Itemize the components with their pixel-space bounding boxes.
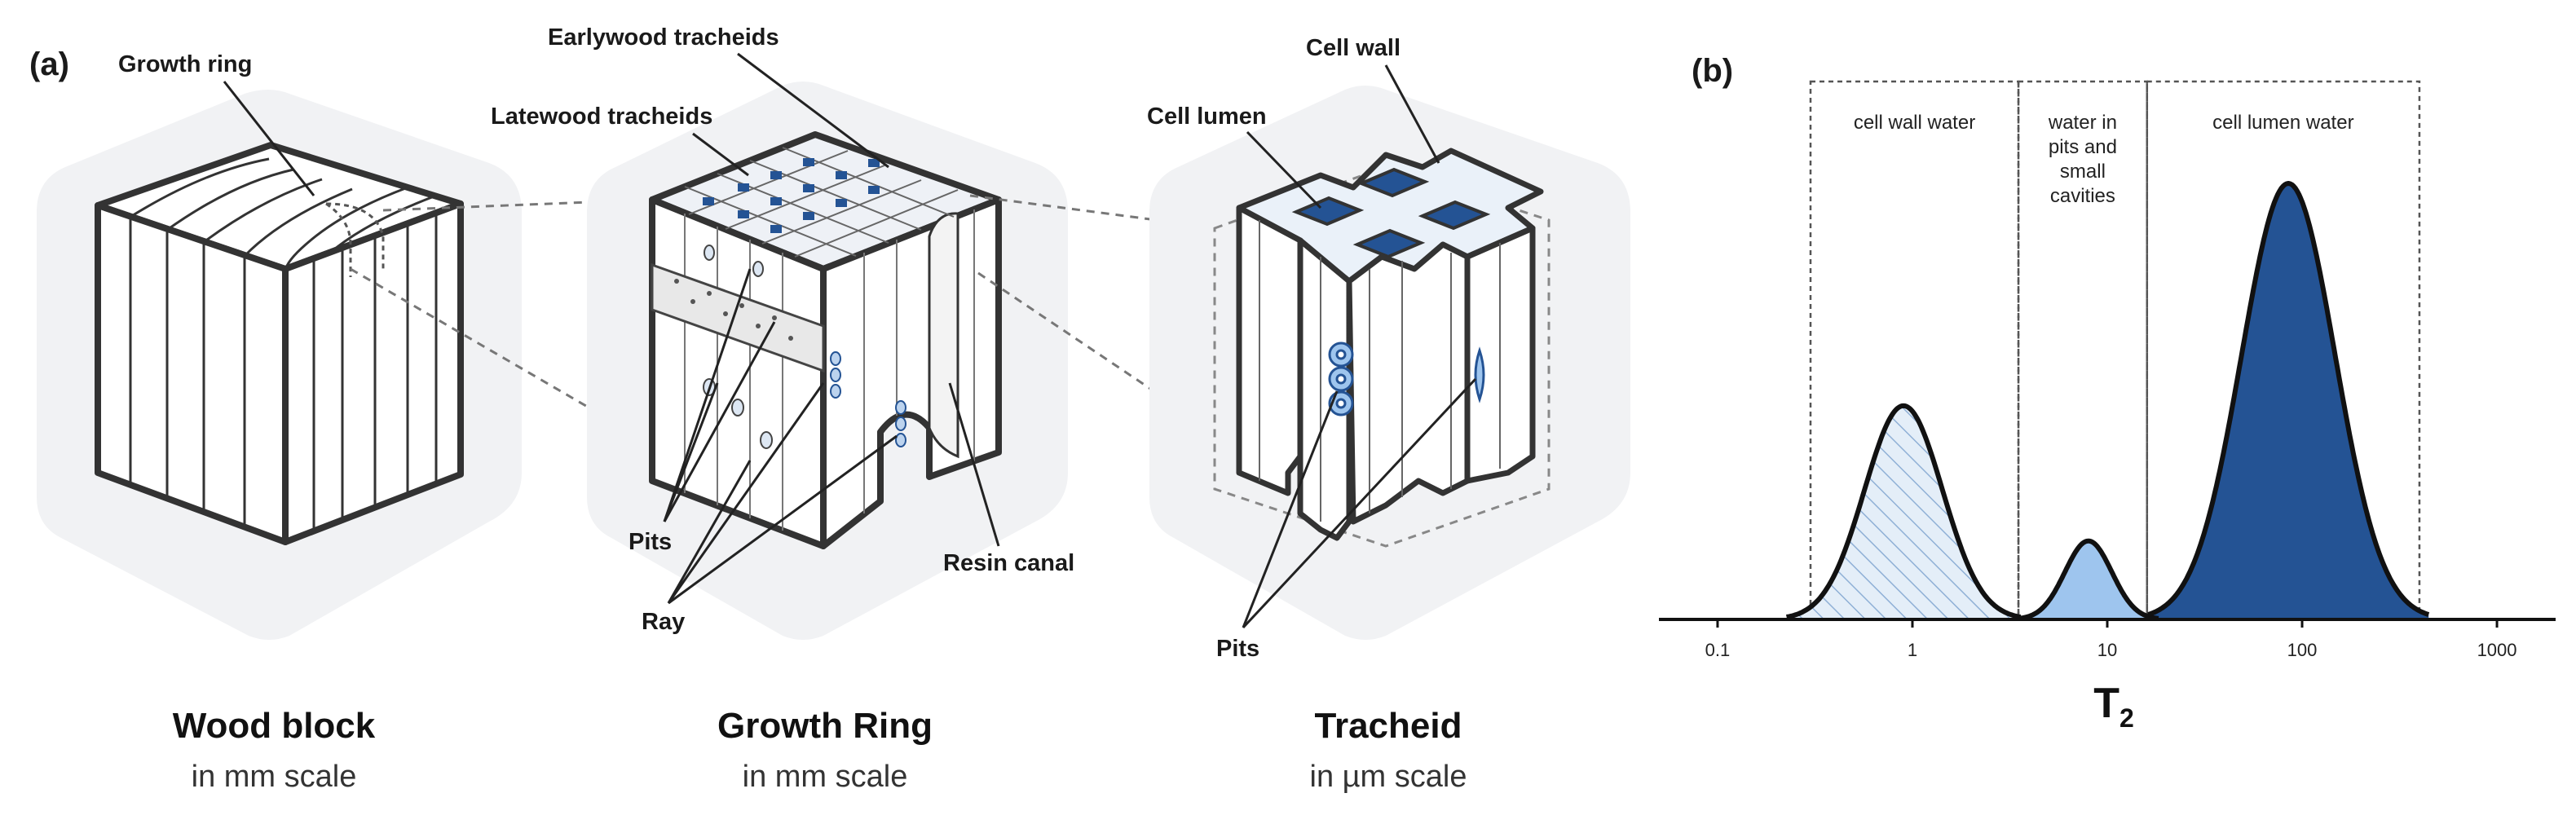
resin-canal-cells <box>830 351 906 447</box>
region-label-2-line-0: cell lumen water <box>2212 112 2353 134</box>
pits-tracheid-arrows <box>1242 377 1477 629</box>
resin-canal-callout: Resin canal <box>943 550 1074 576</box>
peak-fill-2 <box>2148 183 2429 619</box>
cell-lumen-callout: Cell lumen <box>1147 104 1267 130</box>
tracheid-slit-pit <box>1474 346 1485 403</box>
x-axis-ticks: 0.1 1 10 100 1000 <box>1705 619 2517 660</box>
peak-outline-1 <box>2016 538 2160 621</box>
caption-wood-block-title: Wood block <box>173 706 376 746</box>
growth-ring-callout: Growth ring <box>118 51 252 77</box>
resin-canal-groove <box>928 212 959 459</box>
growth-ring-illustration <box>587 82 1068 640</box>
earlywood-arrow <box>737 52 889 169</box>
growth-ring-lines <box>129 157 438 531</box>
resin-canal-arrow <box>948 382 1000 547</box>
growth-ring-arrow <box>223 81 315 196</box>
peak-outline-0 <box>1785 403 2022 620</box>
region-label-1-line-1: pits and <box>2049 136 2117 158</box>
region-label-0-line-0: cell wall water <box>1854 112 1975 134</box>
panel-a-label: (a) <box>29 46 69 82</box>
peak-fill-1 <box>2018 540 2159 619</box>
x-tick-label-1: 1 <box>1908 640 1917 660</box>
ray-callout: Ray <box>642 609 685 635</box>
caption-growth-ring-scale: in mm scale <box>743 760 908 794</box>
tracheid-lumens <box>1291 167 1491 259</box>
ray-pit-dots <box>674 279 793 341</box>
caption-wood-block-scale: in mm scale <box>192 760 357 794</box>
wood-block-illustration <box>37 90 522 640</box>
x-tick-label-3: 100 <box>2287 640 2318 660</box>
x-tick-label-2: 10 <box>2097 640 2117 660</box>
peaks <box>1785 181 2430 621</box>
region-label-1-line-3: cavities <box>2050 185 2115 207</box>
caption-tracheid-scale: in µm scale <box>1310 760 1467 794</box>
latewood-arrow <box>692 132 749 177</box>
ray-arrows <box>667 382 898 605</box>
x-tick-label-0: 0.1 <box>1705 640 1731 660</box>
region-box-2 <box>2146 80 2421 621</box>
latewood-callout: Latewood tracheids <box>491 104 712 130</box>
caption-growth-ring-title: Growth Ring <box>717 706 933 746</box>
latewood-lumens <box>703 158 880 233</box>
earlywood-callout: Earlywood tracheids <box>548 24 779 51</box>
region-label-1-line-2: small <box>2060 161 2106 183</box>
region-box-0 <box>1809 80 2020 621</box>
x-tick-label-4: 1000 <box>2477 640 2517 660</box>
caption-tracheid-title: Tracheid <box>1315 706 1462 746</box>
tracheid-lines-left <box>684 209 975 531</box>
growth-ring-highlight <box>325 202 385 277</box>
region-label-1-line-0: water in <box>2048 112 2117 134</box>
cell-wall-callout: Cell wall <box>1306 35 1400 61</box>
pits-ring-callout: Pits <box>629 529 672 555</box>
cell-lumen-arrow <box>1246 130 1322 209</box>
tracheid-front-right <box>1346 241 1471 525</box>
panel-b-label: (b) <box>1692 53 1733 89</box>
tracheid-front-left <box>1236 205 1303 496</box>
ray-band <box>651 262 825 373</box>
peak-outline-2 <box>2147 181 2430 617</box>
tracheid-wall-lines <box>1259 220 1501 522</box>
tracheid-illustration <box>1149 86 1630 640</box>
x-axis-title: T2 <box>2093 680 2134 733</box>
pits-tracheid-callout: Pits <box>1216 636 1259 662</box>
wood-block-right-face <box>282 200 464 545</box>
peak-fill-0 <box>1786 405 2021 619</box>
pits-ring-arrows <box>663 268 776 522</box>
cell-wall-arrow <box>1384 64 1440 164</box>
